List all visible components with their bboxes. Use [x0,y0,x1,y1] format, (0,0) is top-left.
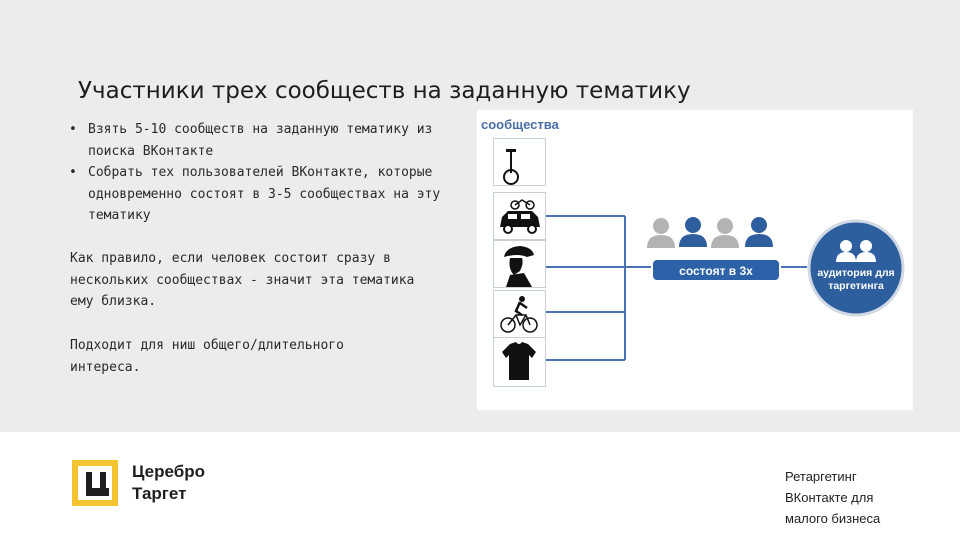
audience-people-icon [836,240,876,262]
cyclist-helmet-icon [504,246,534,287]
people-group-icon [647,217,773,248]
community-cyclist [493,290,546,338]
bullet-marker: • [69,165,77,180]
paragraph-niche: Подходит для ниш общего/длительного инте… [70,338,344,375]
footer-note: Ретаргетинг ВКонтакте для малого бизнеса [785,469,881,526]
bullet-marker: • [69,122,77,137]
cycling-jersey-icon [502,342,536,380]
communities-label: сообщества [481,117,559,132]
bullet-item: • Взять 5-10 сообществ на заданную темат… [68,119,468,162]
audience-circle [807,219,905,317]
brand-logo [72,460,118,506]
car-with-bike-icon [500,199,540,234]
community-jersey [493,337,546,387]
bullet-list: • Взять 5-10 сообществ на заданную темат… [68,119,468,227]
community-helmet [493,240,546,288]
community-unicycle [493,138,546,186]
audience-label: аудитория для таргетинга [817,267,895,292]
members-badge-label: состоят в 3х [679,264,753,278]
diagram-graphics [546,215,905,361]
bullet-text: Взять 5-10 сообществ на заданную тематик… [88,122,433,159]
unicycle-icon [503,149,519,185]
slide-title: Участники трех сообществ на заданную тем… [78,78,691,104]
bullet-item: • Собрать тех пользователей ВКонтакте, к… [68,162,468,227]
bullet-text: Собрать тех пользователей ВКонтакте, кот… [88,165,441,223]
community-car [493,192,546,240]
communities-diagram: сообщества [477,110,913,410]
members-badge [651,258,781,282]
logo-mark-icon [86,472,109,496]
cyclist-icon [500,296,538,333]
paragraph-interest: Как правило, если человек состоит сразу … [70,251,415,309]
brand-name: Церебро Таргет [132,462,205,503]
